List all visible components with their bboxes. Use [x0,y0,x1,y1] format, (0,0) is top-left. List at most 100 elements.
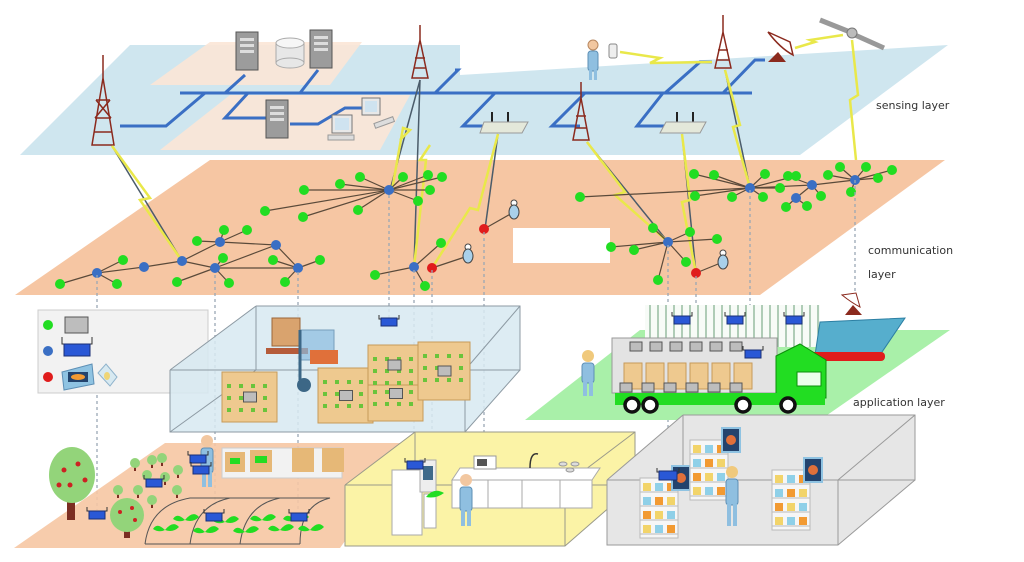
kitchen-counter-icon [451,453,601,509]
sensor-network [55,162,897,291]
plant-icon [268,524,294,532]
network-link [275,244,299,269]
network-link [854,169,893,181]
product-icon [775,503,783,511]
box-stacks [221,341,471,424]
user-icon [717,249,729,270]
product-icon [705,487,713,495]
desktop-computer-icon [327,114,355,141]
cell-tower-icon [572,82,590,141]
fruit-tree-icon [110,498,144,538]
reader-icon [656,468,680,481]
terminal-node-red [427,263,437,273]
sensor-node-green [437,172,447,182]
logistics-scene [525,292,950,420]
agriculture-scene [14,435,415,548]
sensor-node-green [681,257,691,267]
product-icon [693,487,701,495]
product-icon [693,459,701,467]
product-icon [787,517,795,525]
product-icon [705,459,713,467]
network-link [388,176,443,191]
sensor-node-green [685,227,695,237]
reader-icon [742,346,764,359]
network-link [181,260,216,269]
sensor-node-green [420,281,430,291]
sensor-node-green [760,169,770,179]
sensor-node-green [835,162,845,172]
product-icon [643,525,651,533]
handheld-terminal-icon [61,363,95,391]
refrigerator-icon [391,459,444,536]
product-icon [667,525,675,533]
sensor-node-green [712,234,722,244]
sensor-tag-icon [669,341,683,352]
network-link [96,266,145,274]
sensor-tag-icon [689,341,703,352]
router-node-blue [409,262,419,272]
mobile-phone-icon [608,43,618,59]
network-link [359,176,390,191]
product-icon [799,489,807,497]
sensor-node-green [648,223,658,233]
sensor-tag-icon [707,382,721,393]
sensor-node-green [783,171,793,181]
product-icon [705,473,713,481]
sensor-node-green [219,225,229,235]
product-icon [775,489,783,497]
sensor-node-green [425,185,435,195]
sensor-node-green [353,205,363,215]
network-link [610,241,669,248]
legend-dot-green [43,320,53,330]
seedlings [113,453,183,508]
blank-label-box [513,228,610,263]
crate-row [221,447,344,479]
network-link [633,241,669,251]
product-icon [717,459,725,467]
network-link [431,255,469,269]
reader-icon [404,458,426,470]
terminal-node-red [691,268,701,278]
sensor-tag-icon [437,365,452,377]
user-icon [462,243,474,264]
product-icon [787,489,795,497]
sensor-node-green [218,253,228,263]
satellite-dish-icon [767,31,795,62]
kitchen-scene [344,431,636,547]
sensor-node-green [192,236,202,246]
sensor-node-green [873,173,883,183]
product-icon [775,517,783,525]
box-stack [221,371,278,423]
router-node-blue [745,183,755,193]
sensor-node-green [315,255,325,265]
product-icon [717,473,725,481]
cell-tower-icon [714,15,732,69]
router-node-blue [177,256,187,266]
router-node-blue [791,193,801,203]
plant-icon [173,514,199,522]
cell-tower-icon [411,25,429,79]
sensor-node-green [413,196,423,206]
sensor-tag-icon [339,390,353,401]
product-icon [643,511,651,519]
communication-layer [15,69,945,295]
network-link [181,241,221,262]
sensor-tag-icon [629,341,643,352]
product-icon [655,497,663,505]
product-icon [655,483,663,491]
person-icon [587,39,599,80]
product-icon [705,445,713,453]
product-icon [643,497,651,505]
sensor-tag-icon [641,382,655,393]
sensor-node-green [299,185,309,195]
sensor-node-green [335,179,345,189]
backbone-network [120,58,765,128]
router-node-blue [271,240,281,250]
sensor-node-green [172,277,182,287]
shelf-unit [689,427,741,501]
server-icon [265,99,289,139]
sensor-node-green [260,206,270,216]
seedling-icon [147,455,157,465]
sensor-node-green [55,279,65,289]
product-icon [799,517,807,525]
